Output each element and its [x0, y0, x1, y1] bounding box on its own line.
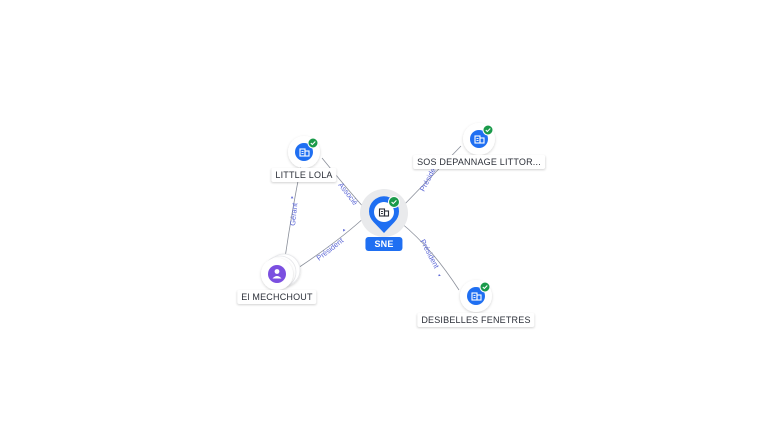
node-label-sne[interactable]: SNE [365, 237, 403, 251]
edge-center-el-mechchout[interactable] [297, 215, 367, 269]
edge-center-sos[interactable] [400, 145, 462, 209]
verified-badge-icon [388, 196, 400, 208]
edge-label-president-el-mechchout: Président [315, 235, 346, 262]
arrow-icon [290, 196, 294, 199]
verified-badge-icon [479, 281, 491, 293]
node-label-el-mechchout[interactable]: El MECHCHOUT [237, 290, 317, 304]
node-el-mechchout[interactable] [261, 253, 301, 290]
building-icon [378, 208, 390, 217]
person-icon [268, 265, 286, 283]
node-center-sne[interactable] [360, 189, 408, 237]
node-desibelles[interactable] [460, 280, 492, 312]
edge-center-desibelles[interactable] [399, 221, 460, 291]
node-label-desibelles[interactable]: DESIBELLES FENETRES [417, 313, 535, 327]
verified-badge-icon [482, 124, 494, 136]
verified-badge-icon [307, 137, 319, 149]
edge-label-gerant: Gérant [288, 202, 299, 227]
node-little-lola[interactable] [288, 136, 320, 168]
node-sos-depannage[interactable] [463, 123, 495, 155]
arrow-icon [438, 274, 441, 277]
edge-label-associe: Associé [336, 181, 359, 207]
arrow-icon [343, 229, 346, 232]
node-label-sos-depannage[interactable]: SOS DEPANNAGE LITTOR... [413, 155, 545, 169]
node-label-little-lola[interactable]: LITTLE LOLA [271, 168, 337, 182]
edge-label-president-desibelles: Président [418, 238, 441, 271]
